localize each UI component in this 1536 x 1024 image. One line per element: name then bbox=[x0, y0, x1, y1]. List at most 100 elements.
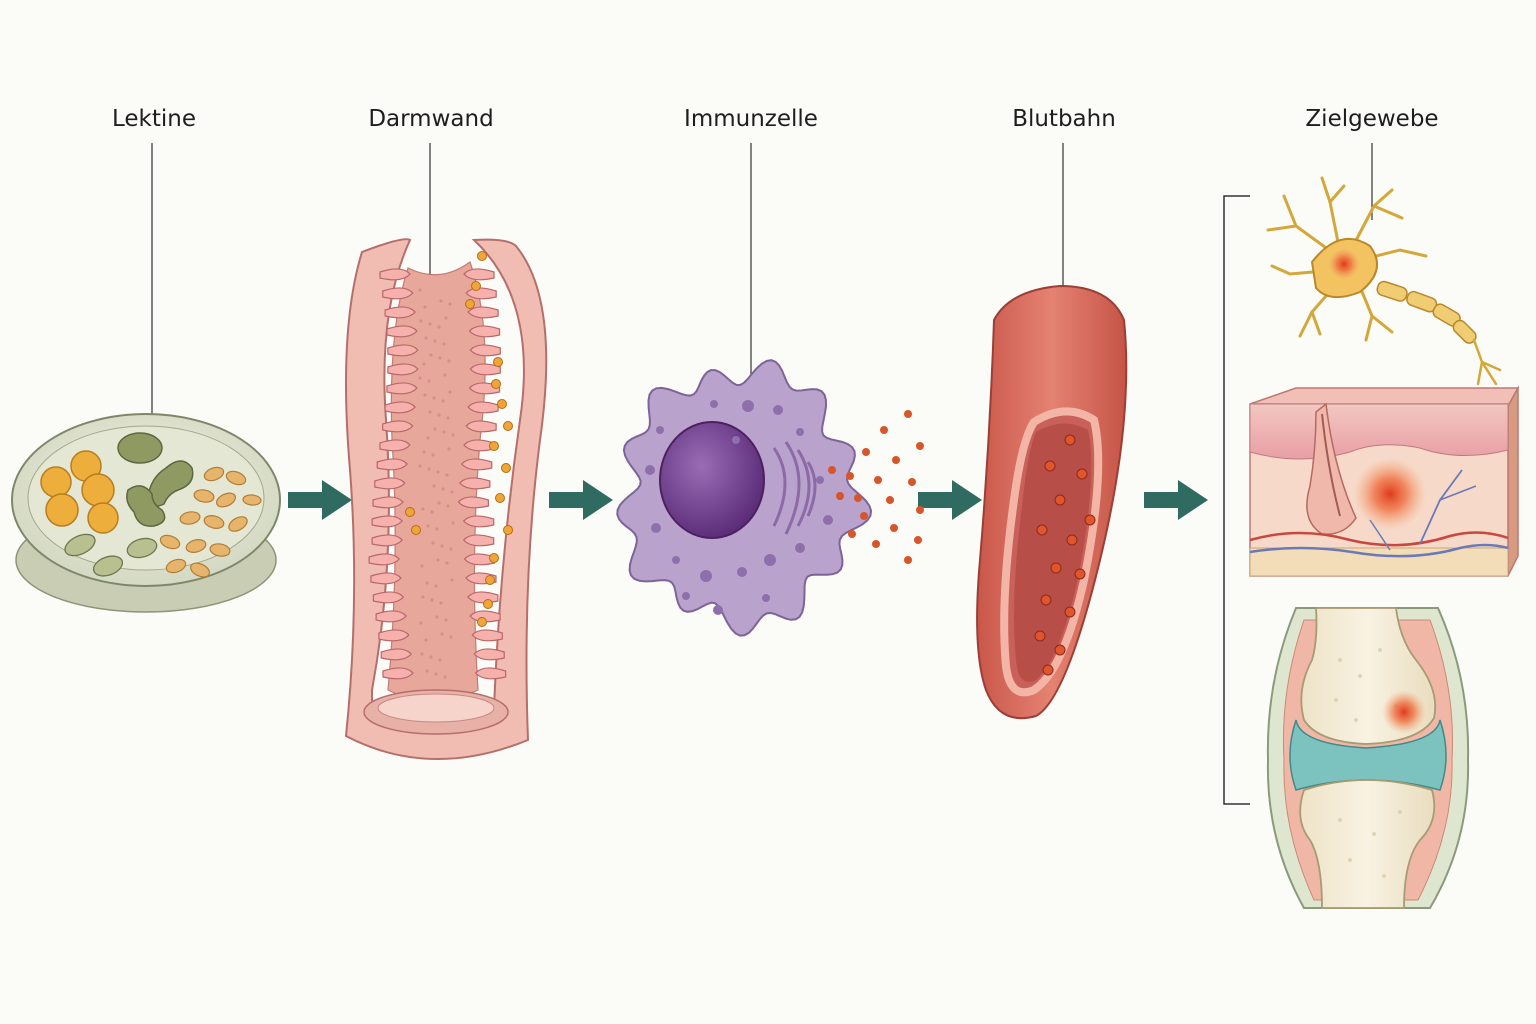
cytokine bbox=[916, 442, 924, 450]
mucosa-dot bbox=[437, 501, 441, 505]
lectin-particle bbox=[405, 507, 415, 517]
mucosa-dot bbox=[434, 584, 438, 588]
mucosa-dot bbox=[447, 359, 451, 363]
green-beans bbox=[117, 432, 194, 527]
vesicle bbox=[656, 426, 664, 434]
lectin-particle bbox=[497, 399, 507, 409]
cytokine bbox=[890, 524, 898, 532]
mucosa-dot bbox=[418, 288, 422, 292]
villus bbox=[463, 439, 495, 452]
villus bbox=[469, 344, 501, 357]
lectin-particle bbox=[501, 463, 511, 473]
lectin-particle bbox=[493, 357, 503, 367]
mucosa-dot bbox=[433, 339, 437, 343]
villus bbox=[465, 287, 497, 300]
villus bbox=[386, 325, 418, 338]
villus bbox=[463, 553, 496, 566]
mucosa-dot bbox=[426, 436, 430, 440]
mucosa-dot bbox=[443, 675, 447, 679]
mucosa-dot bbox=[418, 464, 422, 468]
mucosa-dot bbox=[431, 541, 435, 545]
villus bbox=[462, 534, 495, 547]
vesicle bbox=[762, 594, 770, 602]
vesicle bbox=[823, 515, 833, 525]
mucosa-dot bbox=[430, 598, 434, 602]
immune-cell bbox=[616, 359, 924, 637]
golgi-apparatus bbox=[772, 441, 817, 535]
mucosa-dot bbox=[446, 416, 450, 420]
cell-vesicles bbox=[645, 400, 833, 615]
villus bbox=[379, 439, 411, 452]
villus bbox=[382, 287, 414, 300]
villus bbox=[374, 477, 406, 490]
cytokine bbox=[904, 556, 912, 564]
chickpeas bbox=[40, 450, 119, 534]
svg-text:Zielgewebe: Zielgewebe bbox=[1305, 106, 1438, 132]
lectin-particle bbox=[483, 599, 493, 609]
villus bbox=[467, 401, 499, 414]
vesicle bbox=[732, 436, 740, 444]
villus bbox=[467, 306, 499, 319]
lectin-particle bbox=[489, 553, 499, 563]
villus bbox=[375, 610, 407, 623]
stage-label-lectins: Lektine bbox=[112, 106, 196, 418]
villus bbox=[372, 591, 405, 604]
lectin-particle bbox=[489, 441, 499, 451]
mucosa-dot bbox=[428, 322, 432, 326]
neuron bbox=[1266, 176, 1502, 386]
mucosa-dot bbox=[420, 564, 424, 568]
mucosa-dot bbox=[443, 373, 447, 377]
mucosa-dot bbox=[437, 325, 441, 329]
blood-particle bbox=[1076, 468, 1088, 480]
mucosa-dot bbox=[441, 399, 445, 403]
villus bbox=[460, 458, 493, 471]
mucosa-dot bbox=[436, 470, 440, 474]
villus bbox=[371, 534, 403, 547]
blood-particle bbox=[1054, 494, 1066, 506]
blood-particle bbox=[1066, 534, 1078, 546]
seeds bbox=[64, 533, 158, 577]
vesicle bbox=[682, 592, 690, 600]
villus bbox=[473, 648, 505, 661]
mucosa-dot bbox=[424, 336, 428, 340]
mucosa-dot bbox=[449, 635, 453, 639]
villus bbox=[469, 363, 501, 376]
mucosa-dot bbox=[424, 638, 428, 642]
cytokine bbox=[886, 496, 894, 504]
circulating-particles bbox=[1034, 434, 1096, 676]
villus bbox=[387, 344, 419, 357]
blood-particle bbox=[1054, 644, 1066, 656]
blood-particle bbox=[1042, 664, 1054, 676]
mucosa-texture bbox=[418, 288, 455, 679]
mucosa-dot bbox=[429, 655, 433, 659]
mucosa-dot bbox=[436, 558, 440, 562]
lectin-particle bbox=[491, 379, 501, 389]
blood-particle bbox=[1050, 562, 1062, 574]
mucosa-dot bbox=[439, 299, 443, 303]
svg-text:Immunzelle: Immunzelle bbox=[684, 106, 818, 132]
stage-label-bloodstream: Blutbahn bbox=[1012, 106, 1116, 288]
villus bbox=[371, 515, 403, 528]
mucosa-dot bbox=[444, 316, 448, 320]
arrow-right-icon bbox=[1144, 480, 1208, 520]
mucosa-dot bbox=[450, 578, 454, 582]
intestinal-wall bbox=[344, 238, 548, 760]
mucosa-dot bbox=[448, 302, 452, 306]
vesicle bbox=[645, 465, 655, 475]
mucosa-dot bbox=[442, 430, 446, 434]
vesicle bbox=[651, 523, 661, 533]
villus bbox=[462, 515, 495, 528]
mucosa-dot bbox=[448, 390, 452, 394]
vesicle bbox=[773, 405, 783, 415]
mucosa-dot bbox=[451, 433, 455, 437]
cytokine bbox=[836, 492, 844, 500]
villus bbox=[368, 553, 400, 566]
mucosa-dot bbox=[422, 362, 426, 366]
mucosa-dot bbox=[431, 453, 435, 457]
mucosa-dot bbox=[451, 521, 455, 525]
mucosa-dot bbox=[439, 601, 443, 605]
stage-label-gut-wall: Darmwand bbox=[368, 106, 494, 288]
villus bbox=[459, 477, 491, 490]
mucosa-dot bbox=[449, 547, 453, 551]
blood-particle bbox=[1064, 434, 1076, 446]
